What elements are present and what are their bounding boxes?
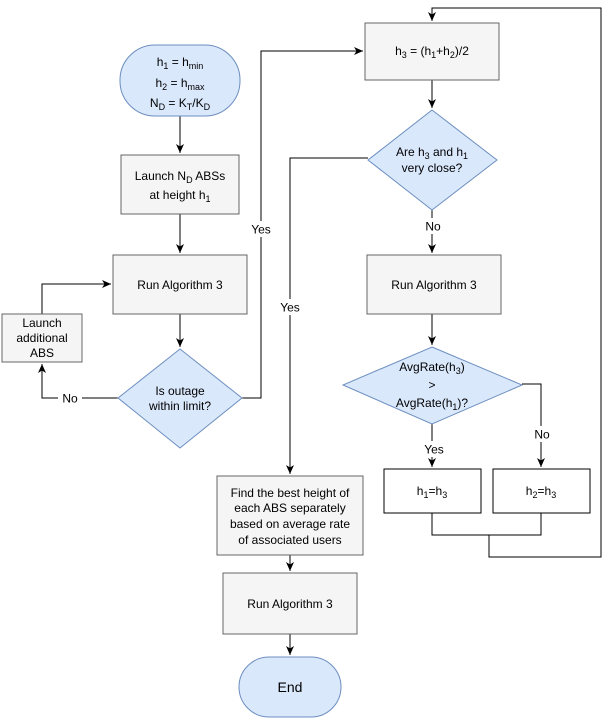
label-no-close: No (425, 220, 441, 234)
avg-line-2: > (428, 378, 435, 392)
launch-line-2: at height h1 (149, 188, 210, 204)
launch-node: Launch ND ABSs at height h1 (120, 154, 240, 215)
edge-h1-loop (431, 513, 489, 536)
h2-assign-label: h2=h3 (526, 484, 556, 500)
close-decision-node: Are h3 and h1 very close? (367, 109, 498, 211)
avgrate-decision-node: AvgRate(h3) > AvgRate(h1)? (341, 346, 524, 425)
edge-close-yes-to-find-best (286, 157, 368, 474)
find-best-line-2: each ABS separately (234, 501, 345, 515)
find-best-node: Find the best height of each ABS separat… (216, 475, 364, 556)
outage-decision-node: Is outage within limit? (117, 348, 243, 449)
end-label: End (278, 679, 303, 695)
run-left-node: Run Algorithm 3 (112, 254, 248, 315)
run-right-label: Run Algorithm 3 (391, 278, 477, 292)
h3-label: h3 = (h1+h2)/2 (395, 44, 469, 60)
label-yes-outage: Yes (251, 223, 271, 237)
outage-line-1: Is outage (155, 384, 205, 398)
label-no-avg: No (534, 428, 550, 442)
start-line-3: ND = KT/KD (150, 96, 211, 112)
run-bottom-node: Run Algorithm 3 (222, 572, 358, 635)
end-node: End (238, 656, 342, 718)
edges (38, 7, 602, 655)
edge-labels: No Yes Yes No Yes No (58, 218, 554, 457)
edge-h2-loop-to-h3 (428, 7, 602, 558)
label-no-outage: No (62, 392, 78, 406)
h1-assign-node: h1=h3 (383, 468, 482, 514)
start-line-2: h2 = hmax (155, 76, 205, 92)
avg-line-1: AvgRate(h3) (399, 360, 465, 376)
edge-launch-additional-to-run-left (41, 280, 111, 314)
edge-outage-no-to-launch-additional (38, 364, 118, 399)
find-best-line-4: of associated users (238, 533, 341, 547)
h3-node: h3 = (h1+h2)/2 (364, 22, 500, 81)
outage-line-2: within limit? (148, 399, 211, 413)
launch-additional-line-3: ABS (30, 346, 54, 360)
run-bottom-label: Run Algorithm 3 (247, 597, 333, 611)
run-right-node: Run Algorithm 3 (366, 254, 502, 315)
avg-line-3: AvgRate(h1)? (396, 396, 468, 412)
label-yes-close: Yes (280, 301, 300, 315)
find-best-line-3: based on average rate (230, 517, 350, 531)
close-line-1: Are h3 and h1 (396, 145, 468, 161)
launch-additional-line-1: Launch (22, 316, 61, 330)
run-left-label: Run Algorithm 3 (137, 278, 223, 292)
label-yes-avg: Yes (424, 443, 444, 457)
h2-assign-node: h2=h3 (492, 468, 591, 514)
find-best-line-1: Find the best height of (231, 486, 350, 500)
edge-avg-no-to-h2 (522, 383, 545, 467)
start-line-1: h1 = hmin (157, 55, 204, 71)
start-node: h1 = hmin h2 = hmax ND = KT/KD (119, 44, 241, 117)
launch-additional-node: Launch additional ABS (1, 313, 83, 363)
launch-line-1: Launch ND ABSs (135, 169, 226, 185)
launch-additional-line-2: additional (16, 331, 67, 345)
close-line-2: very close? (402, 161, 463, 175)
h1-assign-label: h1=h3 (417, 484, 447, 500)
